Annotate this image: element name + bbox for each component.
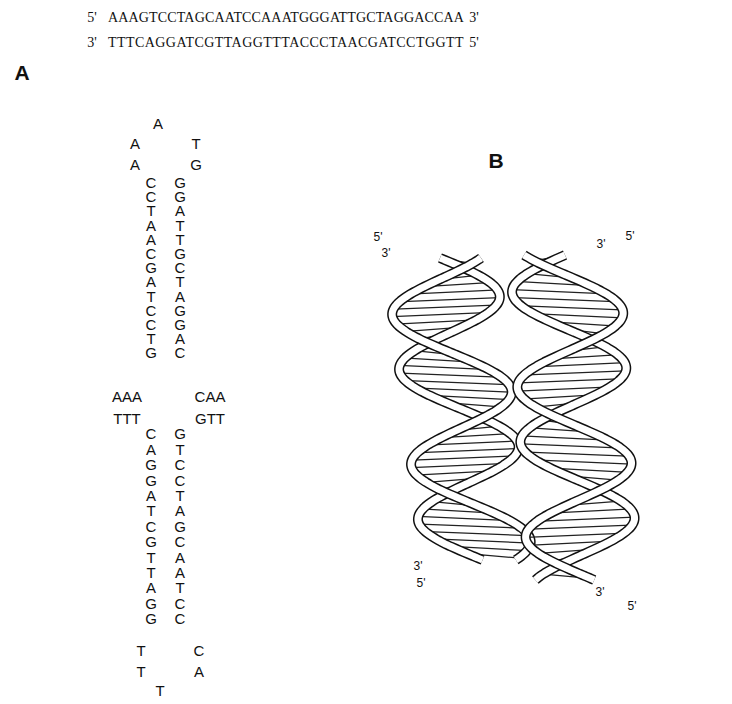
strand-end-label: 5' <box>625 230 636 242</box>
base-letter: T <box>136 664 145 679</box>
strand-ribbon-edge <box>512 255 634 580</box>
base-letter: GTT <box>195 411 225 426</box>
base-letter: G <box>190 157 202 172</box>
base-pair-rung <box>539 460 631 464</box>
base-column: C C T A A C G A T C C T G <box>145 176 157 361</box>
base-letter: T <box>155 683 164 698</box>
strand-end-label: 5' <box>87 11 97 25</box>
base-pair-rung <box>402 298 499 302</box>
strand-end-label: 3' <box>413 560 424 572</box>
base-pair-rung <box>413 456 513 460</box>
base-letter: CAA <box>195 389 226 404</box>
double-helix <box>512 255 634 580</box>
base-column: C A G G A T C G T T A G G <box>145 426 157 626</box>
strand-end-label: 3' <box>596 238 607 250</box>
base-pair-rung <box>540 517 634 521</box>
strand-end-label: 3' <box>381 247 392 259</box>
sequence-label: TTTCAGGATCGTTAGGTTTACCCTAACGATCCTGGTT <box>108 36 464 50</box>
base-letter: A <box>194 664 204 679</box>
strand-end-label: 5' <box>416 577 427 589</box>
base-pair-rung <box>521 444 618 448</box>
strand-ribbon-edge <box>392 258 530 560</box>
base-letter: A <box>130 157 140 172</box>
base-pair-rung <box>519 379 618 383</box>
base-pair-rung <box>530 525 630 529</box>
base-pair-rung <box>527 452 627 456</box>
base-pair-rung <box>526 533 621 537</box>
double-helix <box>392 258 530 560</box>
panel-label: A <box>14 62 29 83</box>
base-column: G G A T T G C T A G G A C <box>174 176 186 361</box>
strand-ribbon-edge <box>517 255 631 580</box>
strand-end-label: 5' <box>627 600 638 612</box>
strand-end-label: 3' <box>469 11 479 25</box>
base-pair-rung <box>420 524 519 528</box>
base-pair-rung <box>401 373 499 377</box>
base-letter: A <box>153 116 163 131</box>
base-pair-rung <box>515 298 615 302</box>
base-letter: C <box>194 643 205 658</box>
base-pair-rung <box>524 306 622 310</box>
base-letter: TTT <box>113 411 141 426</box>
strand-end-label: 5' <box>373 231 384 243</box>
strand-ribbon <box>517 255 631 580</box>
base-pair-rung <box>411 464 503 468</box>
base-pair-rung <box>428 532 528 536</box>
base-letter: AAA <box>112 389 142 404</box>
base-letter: T <box>136 643 145 658</box>
strand-ribbon <box>512 255 634 580</box>
base-pair-rung <box>395 305 495 309</box>
base-pair-rung <box>408 381 508 385</box>
base-pair-rung <box>420 449 518 453</box>
strand-end-label: 3' <box>595 586 606 598</box>
strand-ribbon <box>392 258 530 560</box>
panel-label: B <box>488 150 503 171</box>
base-pair-rung <box>527 371 625 375</box>
base-letter: T <box>191 136 200 151</box>
base-pair-rung <box>392 313 485 317</box>
sequence-label: AAAGTCCTAGCAATCCAAATGGGATTGCTAGGACCAA <box>108 11 464 25</box>
strand-end-label: 5' <box>469 36 479 50</box>
base-column: G T C C T A G C A A T C C <box>174 426 186 626</box>
strand-end-label: 3' <box>87 36 97 50</box>
base-letter: A <box>130 136 140 151</box>
